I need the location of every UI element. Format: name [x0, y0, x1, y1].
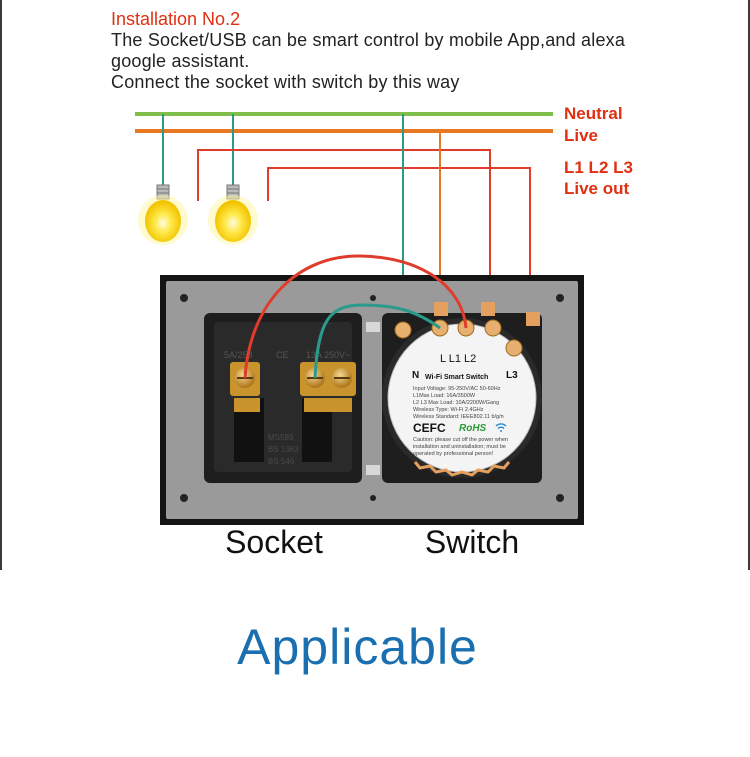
outputs-label: L1 L2 L3 [564, 158, 633, 177]
wifi-icon [495, 423, 507, 432]
socket-rating-left: 5A/253 [224, 350, 253, 360]
description-line-3: Connect the socket with switch by this w… [111, 72, 460, 92]
socket-neutral-jumper [313, 303, 441, 379]
switch-cert-marks: CEFC [413, 421, 446, 435]
socket-ce-mark: CE [276, 350, 289, 360]
switch-neutral-mark: N [412, 370, 419, 381]
switch-caution-2: installation and uninstallation; must be [413, 444, 506, 450]
socket-live-jumper [243, 254, 468, 379]
bulb-2-icon [208, 184, 258, 245]
switch-product-name: Wi-Fi Smart Switch [425, 374, 488, 381]
instructions-header: Installation No.2 The Socket/USB can be … [111, 8, 741, 93]
live-label: Live [564, 126, 598, 145]
socket-module: 5A/253 CE 13A 250V~ MS589 BS 1363 BS 546 [204, 313, 362, 483]
description-line-1: The Socket/USB can be smart control by m… [111, 30, 626, 50]
installation-title: Installation No.2 [111, 9, 241, 29]
socket-standard-2: BS 1363 [268, 445, 299, 454]
socket-standard-1: MS589 [268, 433, 294, 442]
wiring-diagram: Neutral Live L1 L2 L3 Live out [135, 104, 633, 560]
socket-rating-right: 13A 250V~ [306, 350, 350, 360]
switch-spec-2: L1Max Load: 16A/3500W [413, 393, 476, 399]
socket-standard-3: BS 546 [268, 457, 295, 466]
socket-caption: Socket [225, 524, 323, 560]
switch-caution-3: operated by professional person! [413, 451, 494, 457]
switch-rohs-mark: RoHS [459, 423, 487, 434]
live-out-label: Live out [564, 179, 630, 198]
switch-terminal-labels: L L1 L2 [440, 353, 476, 365]
switch-spec-5: Wireless Standard: IEEE802.11 b/g/n [413, 414, 504, 420]
switch-spec-1: Input Voltage: 95-250V/AC 50-60Hz [413, 386, 501, 392]
description-line-2: google assistant. [111, 51, 250, 71]
switch-spec-4: Wireless Type: Wi-Fi 2.4GHz [413, 407, 484, 413]
page-border-left [0, 0, 2, 570]
l2-output-wire [267, 167, 531, 305]
applicable-heading: Applicable [237, 619, 478, 675]
l1-output-wire [197, 149, 491, 305]
switch-l3-mark: L3 [506, 370, 518, 381]
switch-caption: Switch [425, 524, 519, 560]
neutral-label: Neutral [564, 104, 623, 123]
page-border-right [748, 0, 750, 570]
switch-caution-1: Caution: please cut off the power when [413, 437, 508, 443]
bulb-1-icon [138, 184, 188, 245]
switch-module: L L1 L2 N Wi-Fi Smart Switch L3 Input Vo… [382, 302, 542, 483]
switch-spec-3: L2 L3 Max Load: 10A/2200W/Gang [413, 400, 499, 406]
